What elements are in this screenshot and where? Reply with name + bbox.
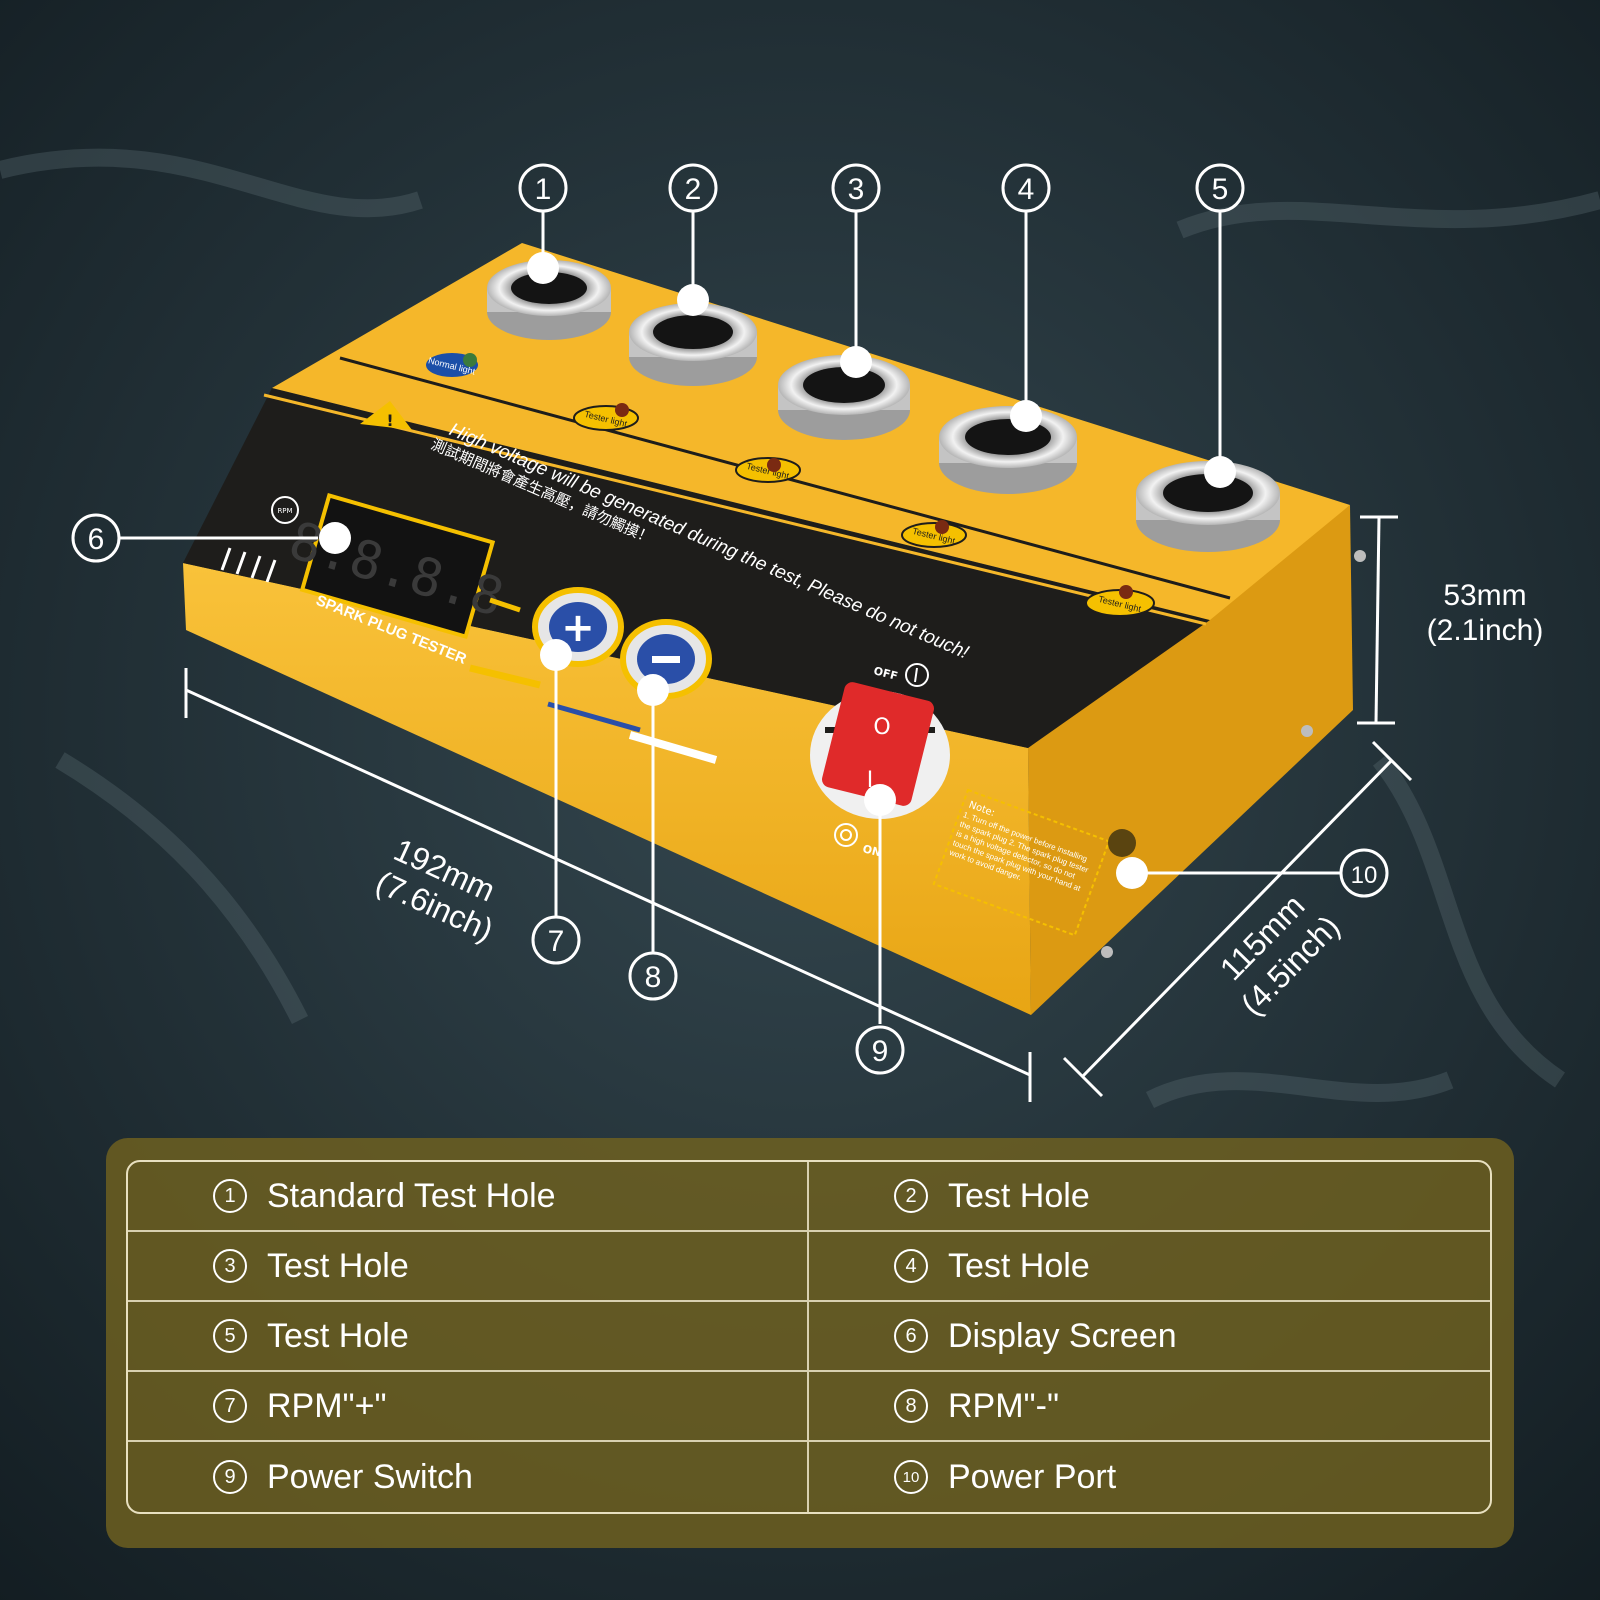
power-switch[interactable]: O I bbox=[810, 680, 950, 819]
legend-label: Test Hole bbox=[948, 1246, 1090, 1285]
legend-number: 6 bbox=[894, 1319, 928, 1353]
legend-item-3: 3 Test Hole bbox=[128, 1232, 809, 1302]
test-hole-1 bbox=[487, 260, 611, 340]
device-front-face bbox=[183, 563, 1031, 1015]
callout-3: 3 bbox=[848, 173, 865, 206]
callout-6: 6 bbox=[88, 523, 105, 556]
legend-label: Test Hole bbox=[267, 1316, 409, 1355]
legend-number: 9 bbox=[213, 1460, 247, 1494]
legend-item-10: 10 Power Port bbox=[809, 1442, 1490, 1512]
legend-label: Test Hole bbox=[948, 1176, 1090, 1215]
legend-number: 8 bbox=[894, 1389, 928, 1423]
test-hole-4 bbox=[939, 406, 1077, 494]
test-hole-5 bbox=[1136, 461, 1280, 552]
height-in: (2.1inch) bbox=[1427, 614, 1544, 647]
switch-on-mark: I bbox=[867, 768, 874, 793]
legend-number: 3 bbox=[213, 1249, 247, 1283]
switch-off-mark: O bbox=[873, 715, 890, 740]
dimension-lines bbox=[184, 515, 1413, 1102]
callout-9: 9 bbox=[872, 1035, 889, 1068]
test-hole-3 bbox=[778, 355, 910, 440]
tester-light-2: Tester light bbox=[735, 457, 801, 483]
callout-10: 10 bbox=[1351, 862, 1378, 889]
callout-badges: 1 2 3 4 5 6 7 8 9 10 bbox=[71, 163, 1389, 1075]
legend-label: Power Switch bbox=[267, 1457, 473, 1496]
legend-number: 4 bbox=[894, 1249, 928, 1283]
normal-light-indicator: Normal light bbox=[426, 353, 478, 377]
tester-light-1: Tester light bbox=[573, 403, 639, 431]
legend-label: Power Port bbox=[948, 1457, 1117, 1496]
legend-item-7: 7 RPM"+" bbox=[128, 1372, 809, 1442]
spark-plug-icons bbox=[220, 547, 277, 583]
callout-7: 7 bbox=[548, 925, 565, 958]
height-mm: 53mm bbox=[1443, 579, 1526, 612]
screw bbox=[1301, 725, 1313, 737]
legend-item-9: 9 Power Switch bbox=[128, 1442, 809, 1512]
callout-dots bbox=[319, 252, 1236, 889]
legend-number: 7 bbox=[213, 1389, 247, 1423]
tester-light-4: Tester light bbox=[1085, 585, 1155, 617]
legend-number: 1 bbox=[213, 1179, 247, 1213]
switch-off-label: OFF bbox=[872, 664, 899, 683]
legend-item-5: 5 Test Hole bbox=[128, 1302, 809, 1372]
legend-item-6: 6 Display Screen bbox=[809, 1302, 1490, 1372]
legend-number: 5 bbox=[213, 1319, 247, 1353]
callout-4: 4 bbox=[1018, 173, 1035, 206]
legend-label: Standard Test Hole bbox=[267, 1176, 556, 1215]
callout-5: 5 bbox=[1212, 173, 1229, 206]
callout-2: 2 bbox=[685, 173, 702, 206]
legend-number: 2 bbox=[894, 1179, 928, 1213]
minus-icon bbox=[652, 656, 680, 663]
screw bbox=[1354, 550, 1366, 562]
legend-item-8: 8 RPM"-" bbox=[809, 1372, 1490, 1442]
svg-text:!: ! bbox=[386, 411, 393, 430]
legend-label: RPM"-" bbox=[948, 1386, 1060, 1425]
screw bbox=[1101, 946, 1113, 958]
legend-label: Test Hole bbox=[267, 1246, 409, 1285]
callout-1: 1 bbox=[535, 173, 552, 206]
rpm-badge-label: RPM bbox=[277, 507, 292, 515]
control-panel bbox=[183, 388, 1210, 748]
tester-light-3: Tester light bbox=[901, 520, 967, 548]
legend-label: RPM"+" bbox=[267, 1386, 387, 1425]
legend-item-1: 1 Standard Test Hole bbox=[128, 1162, 809, 1232]
switch-on-label: ON bbox=[861, 842, 882, 859]
test-hole-2 bbox=[629, 303, 757, 386]
legend-label: Display Screen bbox=[948, 1316, 1177, 1355]
rpm-badge: RPM bbox=[271, 496, 299, 524]
device-side-face bbox=[1028, 505, 1353, 1015]
legend-number: 10 bbox=[894, 1460, 928, 1494]
power-port[interactable] bbox=[1108, 829, 1136, 857]
warning-triangle-icon: ! bbox=[360, 401, 412, 430]
callout-8: 8 bbox=[645, 961, 662, 994]
background-engine-shapes bbox=[0, 148, 1600, 1109]
legend-item-2: 2 Test Hole bbox=[809, 1162, 1490, 1232]
legend-item-4: 4 Test Hole bbox=[809, 1232, 1490, 1302]
